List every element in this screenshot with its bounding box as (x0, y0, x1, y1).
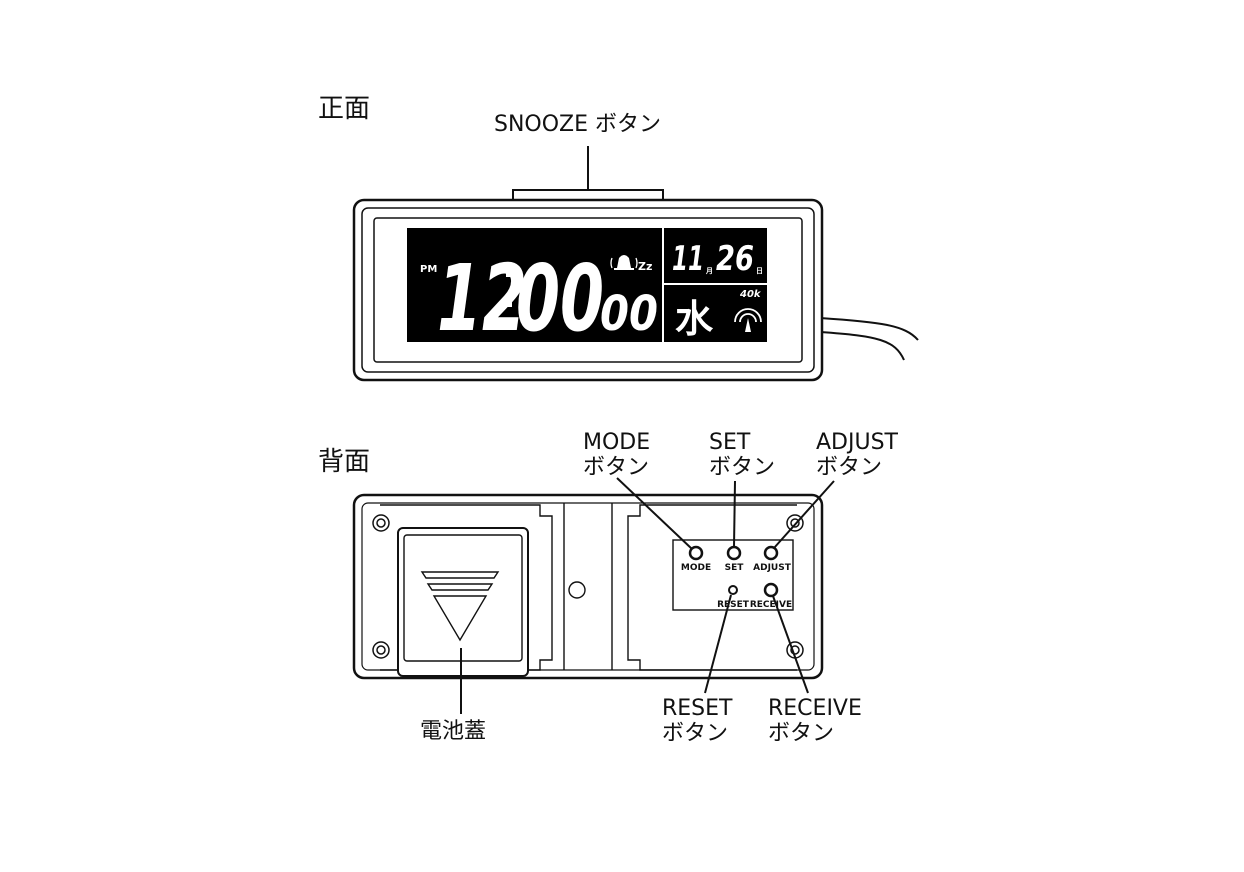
snooze-indicator: Zz (638, 260, 652, 273)
signal-frequency: 40k (739, 289, 762, 300)
receive-panel-label: RECEIVE (750, 600, 792, 610)
set-leader-line (733, 480, 736, 548)
reset-button-label-line2: ボタン (662, 721, 729, 746)
open-direction-arrow-icon (420, 571, 500, 642)
month-unit: 月 (705, 267, 713, 275)
back-view-title: 背面 (318, 447, 371, 477)
set-panel-label: SET (725, 563, 745, 573)
seconds-digits: 00 (600, 286, 658, 342)
day-unit: 日 (756, 267, 763, 275)
pm-indicator: PM (420, 264, 437, 275)
adjust-leader-line (773, 480, 835, 549)
receive-button-label-line1: RECEIVE (768, 696, 862, 721)
mode-panel-label: MODE (681, 563, 711, 573)
reset-button-label-line1: RESET (662, 696, 733, 721)
adjust-button-label-line1: ADJUST (816, 430, 898, 455)
alarm-bell-icon (610, 255, 638, 270)
power-cord (819, 317, 919, 341)
set-button-label-line2: ボタン (709, 455, 776, 480)
receive-button[interactable] (763, 582, 779, 598)
mode-button-label-line1: MODE (583, 430, 651, 455)
reset-panel-label: RESET (717, 600, 750, 610)
center-hole (568, 581, 586, 599)
reset-leader-line (704, 594, 732, 694)
snooze-button-label: SNOOZE ボタン (494, 112, 662, 137)
set-button[interactable] (726, 545, 742, 561)
adjust-button[interactable] (763, 545, 779, 561)
screw-icon (372, 514, 804, 659)
weekday-indicator: 水 (675, 297, 714, 341)
mode-leader-line (616, 477, 693, 550)
adjust-panel-label: ADJUST (753, 563, 792, 573)
receive-button-label-line2: ボタン (768, 721, 835, 746)
receive-leader-line (772, 595, 809, 694)
front-view-title: 正面 (318, 94, 371, 124)
time-colon (506, 268, 515, 277)
radio-antenna-icon (734, 308, 762, 332)
set-button-label-line1: SET (709, 430, 751, 455)
minutes-digits: 00 (516, 245, 604, 352)
mode-button-label-line2: ボタン (583, 455, 650, 480)
reset-button[interactable] (728, 585, 738, 595)
hours-digits: 12 (437, 245, 527, 352)
month-digits: 11 (672, 239, 704, 279)
battery-cover-label: 電池蓋 (420, 719, 487, 744)
day-digits: 26 (716, 239, 754, 279)
mode-button[interactable] (688, 545, 704, 561)
adjust-button-label-line2: ボタン (816, 455, 883, 480)
